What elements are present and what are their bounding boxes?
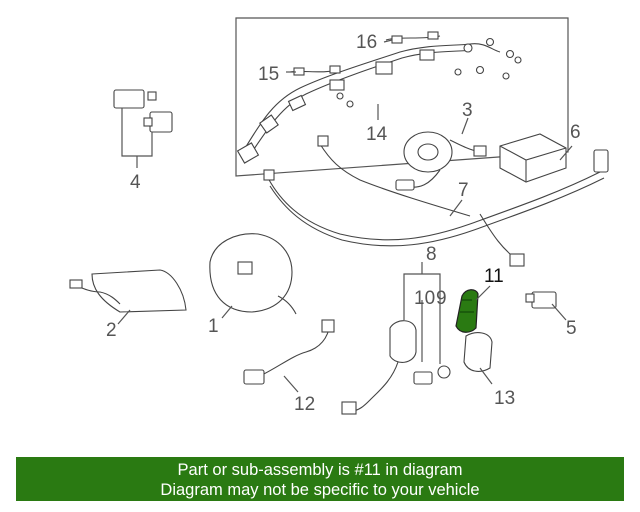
- callout-15: 15: [258, 64, 279, 85]
- part-5-sensor[interactable]: [525, 291, 557, 309]
- callout-5: 5: [566, 318, 577, 339]
- inset-box-14: [235, 17, 569, 177]
- leader-16: [383, 39, 393, 43]
- leader-2: [117, 309, 131, 325]
- callout-8: 8: [426, 244, 437, 265]
- part-4-impact-sensors[interactable]: [113, 89, 173, 133]
- part-14-curtain-airbag[interactable]: [236, 37, 522, 164]
- callout-9: 9: [436, 288, 447, 309]
- callout-14: 14: [366, 124, 388, 145]
- leader-7: [449, 199, 463, 217]
- banner-line-2: Diagram may not be specific to your vehi…: [160, 481, 480, 499]
- callout-16: 16: [356, 32, 377, 53]
- callout-13: 13: [494, 388, 515, 409]
- banner-line-1: Part or sub-assembly is #11 in diagram: [177, 461, 463, 479]
- callout-4: 4: [130, 172, 141, 193]
- part-1-driver-airbag[interactable]: [209, 233, 297, 315]
- part-11-highlighted[interactable]: [455, 289, 479, 333]
- part-3-clock-spring[interactable]: [395, 131, 487, 191]
- callout-6: 6: [570, 122, 581, 143]
- part-6-srs-unit[interactable]: [499, 133, 567, 183]
- callout-1: 1: [208, 316, 219, 337]
- part-13-cover[interactable]: [463, 332, 493, 372]
- callout-11: 11: [484, 266, 504, 287]
- leader-5: [551, 303, 567, 321]
- leader-11: [475, 285, 491, 301]
- part-16-harness[interactable]: [385, 31, 441, 44]
- callout-10: 10: [414, 288, 435, 309]
- info-banner: Part or sub-assembly is #11 in diagram D…: [16, 457, 624, 501]
- leader-8: [403, 262, 441, 294]
- leader-1: [221, 305, 233, 319]
- callout-12: 12: [294, 394, 315, 415]
- part-15-harness[interactable]: [289, 65, 341, 76]
- leader-12: [283, 375, 299, 393]
- callout-3: 3: [462, 100, 473, 121]
- leader-6: [559, 145, 573, 161]
- leader-3: [461, 117, 469, 135]
- leader-13: [479, 367, 493, 385]
- part-9-clip[interactable]: [437, 365, 451, 379]
- part-12-harness[interactable]: [243, 319, 335, 385]
- callout-2: 2: [106, 320, 117, 341]
- leader-4: [121, 108, 153, 157]
- part-7-main-harness[interactable]: [263, 135, 609, 267]
- part-10-side-sensor[interactable]: [341, 320, 433, 415]
- part-2-passenger-airbag[interactable]: [69, 269, 187, 313]
- callout-7: 7: [458, 180, 469, 201]
